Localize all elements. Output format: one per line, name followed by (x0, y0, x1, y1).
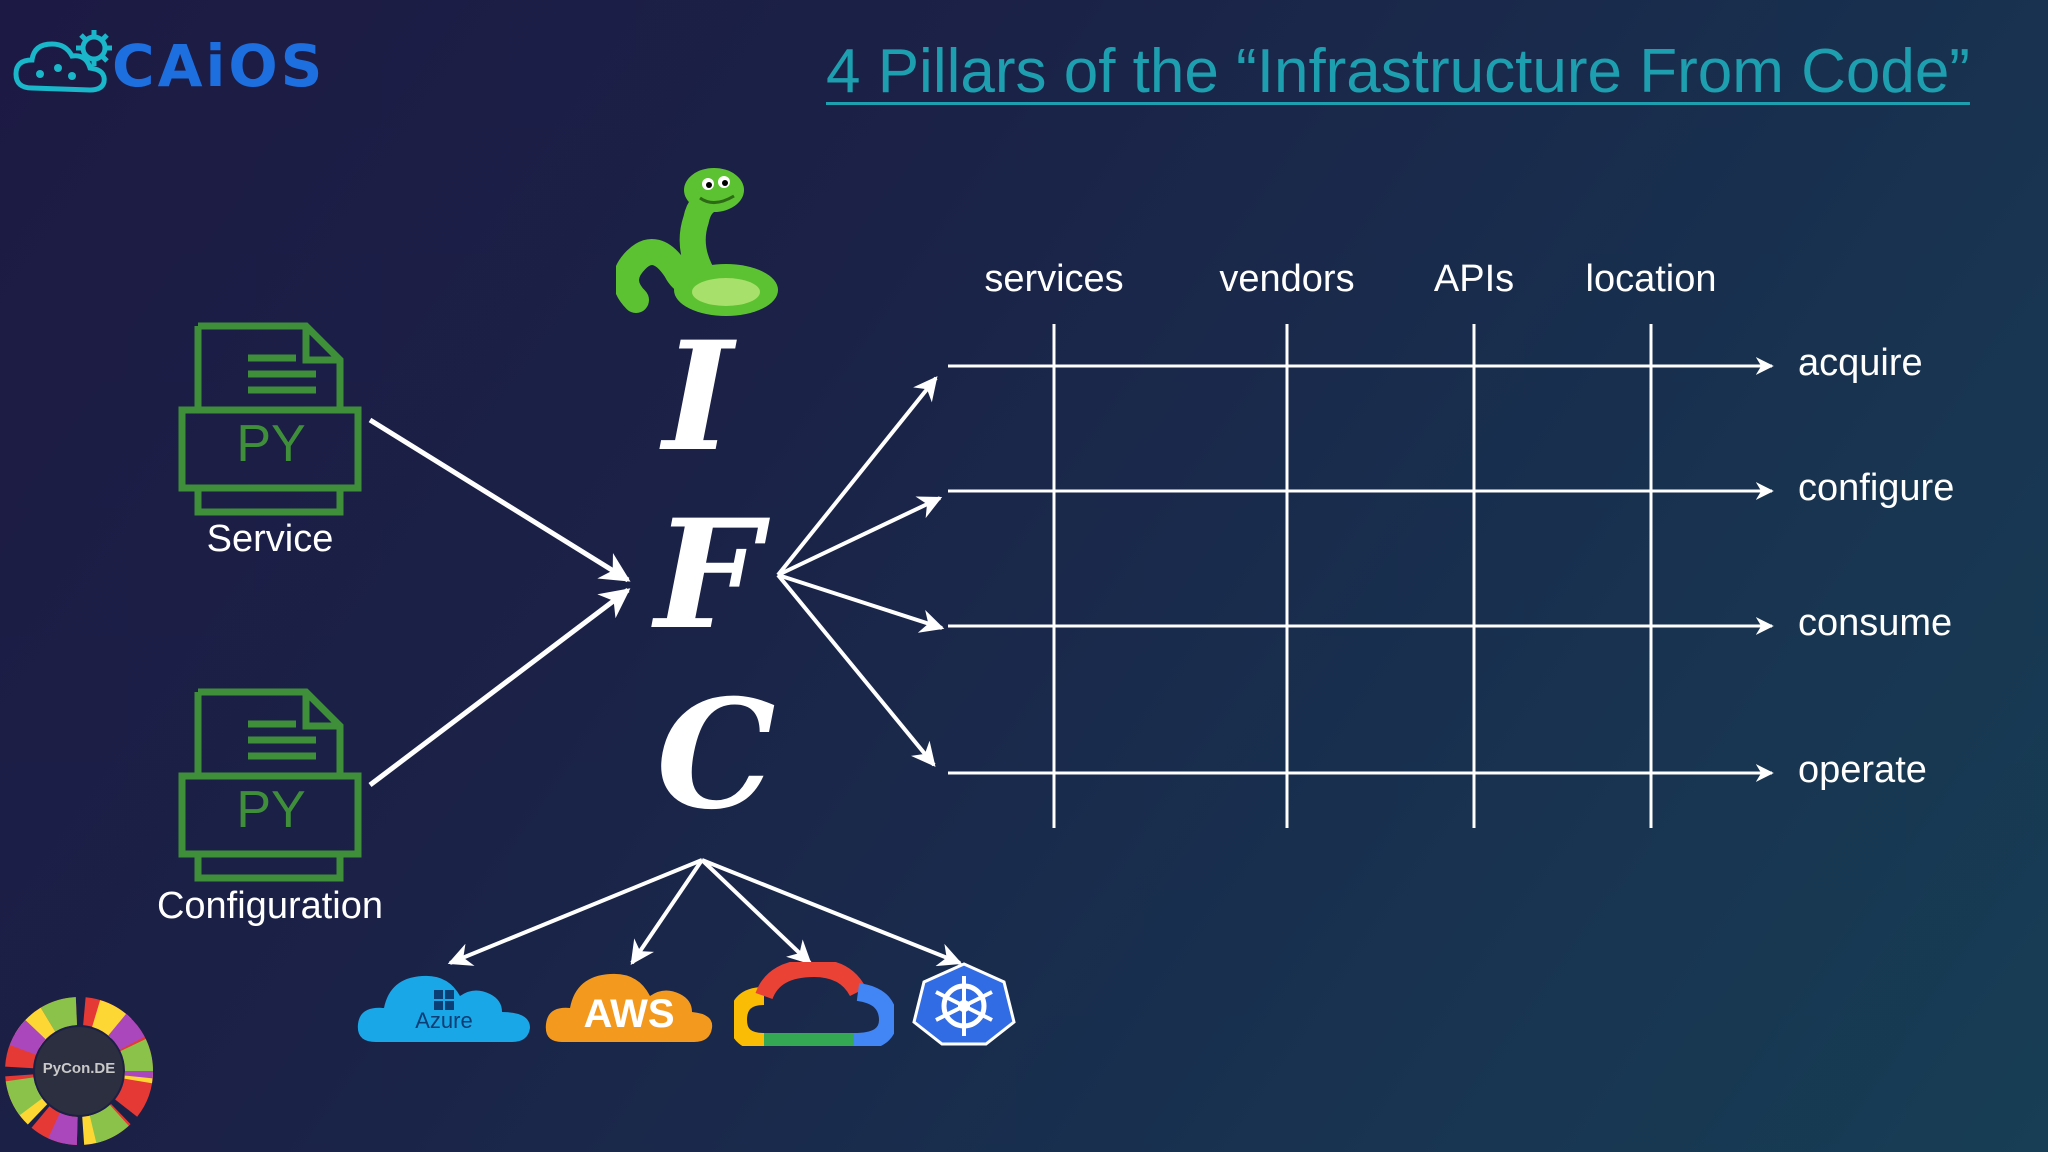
arrow-service-to-ifc (368, 417, 631, 583)
column-header-services: services (984, 258, 1124, 300)
pycon-label: PyCon.DE (42, 1060, 116, 1077)
ifc-letter-f: F (654, 487, 762, 663)
arrow-ifc-to-azure (447, 858, 703, 966)
ifc-letter-i: I (662, 309, 734, 485)
column-header-apis: APIs (1433, 258, 1515, 300)
ifc-letter-c: C (656, 667, 776, 843)
kubernetes-icon (912, 962, 1016, 1046)
snake-mascot-icon (616, 168, 778, 316)
row-label-configure: configure (1798, 467, 1955, 509)
aws-cloud-icon (545, 973, 713, 1042)
google-cloud-icon (734, 962, 894, 1046)
arrow-ifc-to-aws (630, 858, 704, 965)
arrow-ifc-to-kubernetes (701, 858, 963, 967)
arrow-ifc-to-acquire (776, 376, 938, 577)
column-header-vendors: vendors (1219, 258, 1355, 300)
arrow-config-to-ifc (368, 588, 631, 787)
row-label-consume: consume (1798, 602, 1953, 644)
slide-title: 4 Pillars of the “Infrastructure From Co… (826, 37, 1970, 106)
python-file-icon (178, 688, 362, 882)
file-type-label: PY (236, 781, 306, 839)
column-header-location: location (1585, 258, 1717, 300)
logo-text: CAiOS (112, 32, 326, 100)
row-label-acquire: acquire (1798, 342, 1923, 384)
row-label-operate: operate (1798, 749, 1927, 791)
arrow-ifc-to-operate (776, 573, 936, 767)
cloud-gear-icon (13, 30, 112, 93)
python-file-icon (178, 322, 362, 516)
file-type-label: PY (236, 415, 306, 473)
aws-label: AWS (583, 992, 675, 1036)
configuration-caption: Configuration (156, 885, 384, 927)
azure-label: Azure (415, 1008, 473, 1033)
arrow-ifc-to-configure (777, 496, 943, 577)
arrow-ifc-to-gcp (700, 858, 812, 965)
azure-cloud-icon (357, 975, 530, 1042)
arrow-ifc-to-consume (777, 573, 945, 633)
service-caption: Service (206, 518, 334, 560)
pycon-ring-icon (5, 997, 153, 1145)
